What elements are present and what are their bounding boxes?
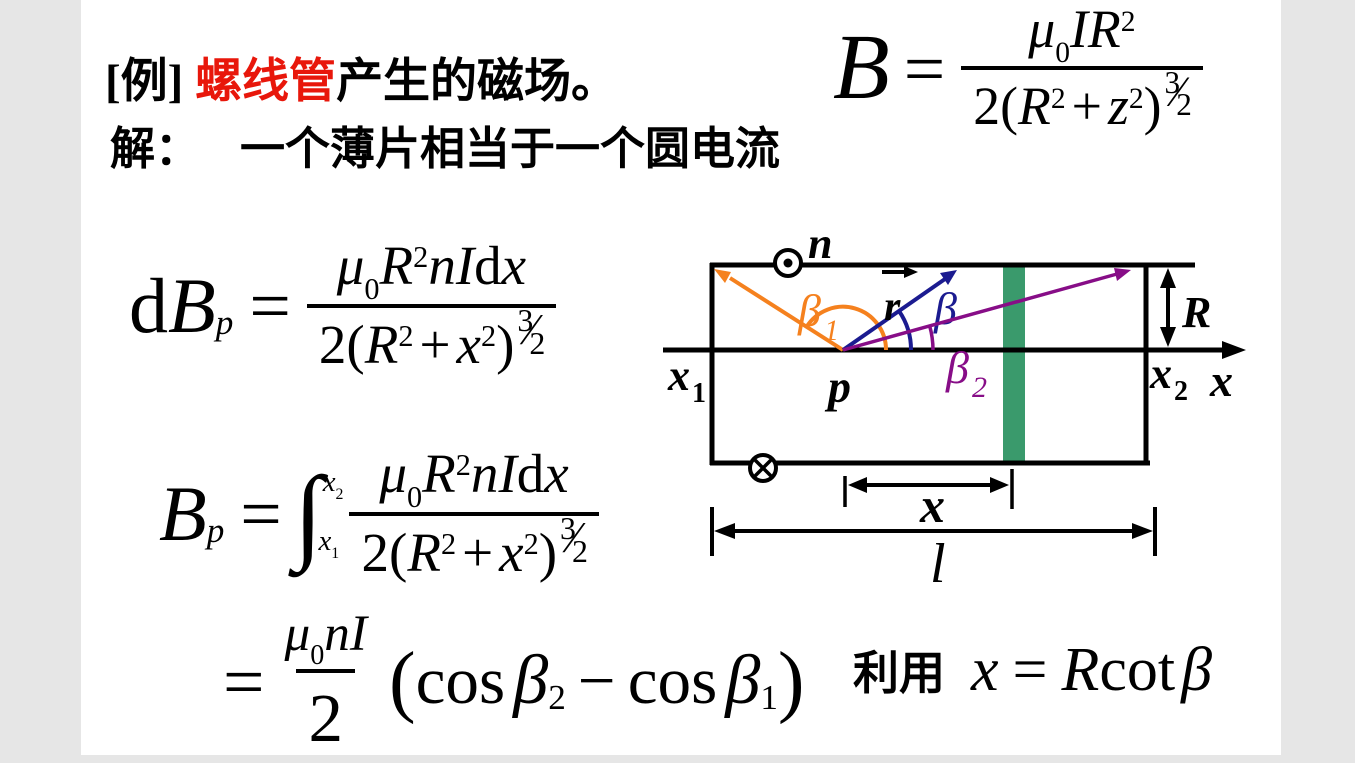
r-vector-arrowhead [940,270,957,285]
radius-label: R [1181,288,1211,337]
r-label: r [884,284,901,330]
length-dimension [710,507,1157,556]
beta2-ray-group: β 2 [842,268,1131,404]
solution-label: 解： [110,124,201,174]
x2-label-sub: 2 [1174,376,1188,407]
x1-label-sub: 1 [692,378,706,409]
beta1-label-sub: 1 [824,314,839,347]
length-label: l [930,533,946,595]
beta2-ray [842,272,1118,352]
x-dimension [843,469,1014,509]
solution-line: 解： 一个薄片相当于一个圆电流 [110,112,780,177]
solenoid-diagram: β 1 β β 2 r [663,220,1246,595]
current-in-icon [748,453,778,483]
x2-label: x [1149,349,1172,398]
title-line: [例] 螺线管产生的磁场。 [105,42,618,111]
title-highlight: 螺线管 [195,56,337,108]
p-point-label: p [824,361,851,412]
beta-arc [897,309,914,351]
beta2-arc [928,325,935,351]
beta1-label: β [797,285,821,336]
x-axis-arrowhead [1222,341,1246,359]
title-rest: 产生的磁场。 [336,56,619,108]
radius-dimension [1160,268,1176,347]
beta2-label-sub: 2 [972,371,987,404]
example-tag: [例] [105,56,196,108]
x-axis-label: x [1209,355,1233,406]
x-axis [663,341,1246,359]
beta1-ray [728,276,845,352]
beta2-label: β [945,342,969,393]
beta1-ray-arrowhead [714,269,731,283]
r-vector [841,277,947,352]
beta1-arc [804,304,889,351]
note-prefix: 利用 [853,648,945,700]
x-dimension-label: x [919,477,945,533]
r-label-vector-arrowhead [904,266,918,278]
r-vector-group: β [841,270,957,352]
current-out-icon [773,248,803,278]
current-slice-bar [1003,265,1025,463]
beta2-ray-arrowhead [1114,268,1131,281]
solution-text: 一个薄片相当于一个圆电流 [240,124,781,174]
r-label-group: r [882,266,918,330]
beta-label: β [933,283,957,334]
n-label: n [808,220,832,268]
beta1-ray-group: β 1 [714,269,889,352]
x1-label: x [667,351,690,400]
